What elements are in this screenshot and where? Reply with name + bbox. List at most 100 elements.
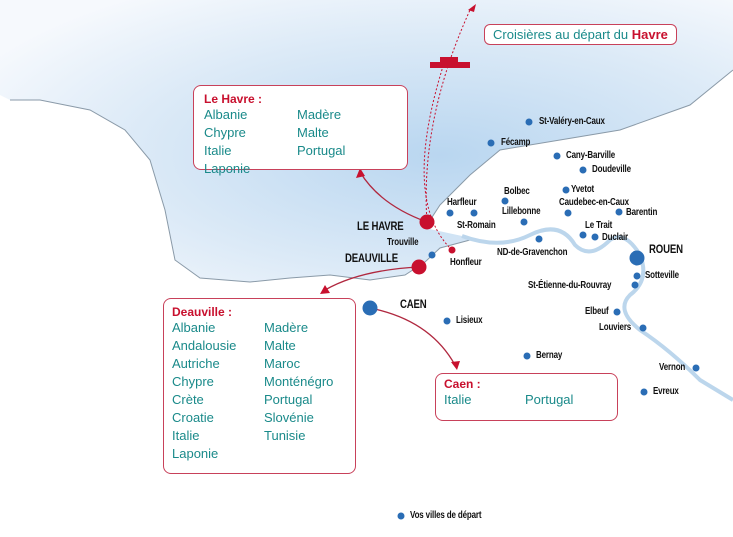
- city-label-fecamp: Fécamp: [501, 137, 531, 148]
- city-dot-st-etienne: [631, 281, 639, 289]
- route-caen: [369, 307, 456, 366]
- city-dot-lisieux: [443, 317, 451, 325]
- city-dot-le-havre: [419, 214, 435, 230]
- city-label-doudeville: Doudeville: [592, 164, 631, 175]
- destination-item: Autriche: [172, 356, 220, 371]
- destination-item: Albanie: [204, 107, 248, 122]
- caen-col1: Italie: [444, 391, 525, 409]
- city-dot-st-valery: [525, 118, 533, 126]
- route-le-havre: [359, 171, 428, 223]
- city-label-evreux: Evreux: [653, 386, 679, 397]
- destination-item: Albanie: [172, 320, 216, 335]
- city-dot-yvetot: [562, 186, 570, 194]
- city-label-elbeuf: Elbeuf: [585, 306, 609, 317]
- deauville-heading: Deauville :: [172, 305, 233, 319]
- city-dot-doudeville: [579, 166, 587, 174]
- caen-destinations-box: Caen : Italie Portugal: [435, 373, 618, 421]
- city-label-bolbec: Bolbec: [504, 186, 530, 197]
- city-label-rouen: ROUEN: [649, 242, 683, 256]
- destination-item: Madère: [297, 107, 342, 122]
- city-dot-gravenchon: [535, 235, 543, 243]
- destination-item: Laponie: [172, 446, 219, 461]
- city-dot-caen: [362, 300, 378, 316]
- city-label-bernay: Bernay: [536, 350, 563, 361]
- city-dot-harfleur: [446, 209, 454, 217]
- destination-item: Tunisie: [264, 428, 306, 443]
- destination-item: Laponie: [204, 161, 251, 176]
- map-title: Croisières au départ du Havre: [484, 24, 677, 45]
- destination-item: Croatie: [172, 410, 214, 425]
- destination-item: Chypre: [172, 374, 214, 389]
- city-label-le-trait: Le Trait: [585, 220, 613, 231]
- legend-dot: [397, 512, 405, 520]
- city-label-trouville: Trouville: [387, 237, 419, 248]
- city-label-sotteville: Sotteville: [645, 270, 679, 281]
- city-label-deauville: DEAUVILLE: [345, 251, 398, 265]
- destination-item: Maroc: [264, 356, 301, 371]
- city-dot-louviers: [639, 324, 647, 332]
- destination-item: Portugal: [264, 392, 313, 407]
- city-label-caen: CAEN: [400, 297, 427, 311]
- city-label-vernon: Vernon: [659, 362, 686, 373]
- city-label-louviers: Louviers: [599, 322, 632, 333]
- city-label-st-etienne: St-Étienne-du-Rouvray: [528, 280, 612, 291]
- destination-item: Portugal: [297, 143, 346, 158]
- destination-item: Italie: [444, 392, 472, 407]
- caen-heading: Caen :: [444, 377, 481, 391]
- destination-item: Italie: [204, 143, 232, 158]
- city-label-lillebonne: Lillebonne: [502, 206, 541, 217]
- destination-item: Slovénie: [264, 410, 314, 425]
- city-label-duclair: Duclair: [602, 232, 629, 243]
- le-havre-heading: Le Havre :: [204, 92, 263, 106]
- city-label-lisieux: Lisieux: [456, 315, 483, 326]
- city-dot-barentin: [615, 208, 623, 216]
- title-text: Croisières au départ du: [493, 27, 629, 42]
- city-dot-elbeuf: [613, 308, 621, 316]
- city-dot-trouville: [428, 251, 436, 259]
- city-dot-cany: [553, 152, 561, 160]
- city-label-st-romain: St-Romain: [457, 220, 496, 231]
- city-label-yvetot: Yvetot: [571, 184, 595, 195]
- city-dot-vernon: [692, 364, 700, 372]
- destination-item: Madère: [264, 320, 309, 335]
- city-dot-deauville: [411, 259, 427, 275]
- city-dot-le-trait: [579, 231, 587, 239]
- city-dot-fecamp: [487, 139, 495, 147]
- legend-label: Vos villes de départ: [410, 510, 482, 521]
- caen-col2: Portugal: [525, 391, 573, 409]
- title-highlight: Havre: [631, 27, 668, 42]
- city-dot-bolbec: [501, 197, 509, 205]
- city-label-le-havre: LE HAVRE: [357, 219, 404, 233]
- city-label-cany: Cany-Barville: [566, 150, 616, 161]
- route-deauville: [324, 266, 420, 291]
- city-dot-rouen: [629, 250, 645, 266]
- destination-item: Italie: [172, 428, 200, 443]
- destination-item: Portugal: [525, 392, 574, 407]
- city-dot-bernay: [523, 352, 531, 360]
- city-dot-st-romain: [470, 209, 478, 217]
- destination-item: Crète: [172, 392, 204, 407]
- city-label-gravenchon: ND-de-Gravenchon: [497, 247, 568, 258]
- destination-item: Monténégro: [264, 374, 334, 389]
- city-dot-evreux: [640, 388, 648, 396]
- destination-item: Malte: [264, 338, 296, 353]
- city-dot-honfleur: [448, 246, 456, 254]
- destination-item: Andalousie: [172, 338, 237, 353]
- city-label-harfleur: Harfleur: [447, 197, 477, 208]
- city-label-st-valery: St-Valéry-en-Caux: [539, 116, 605, 127]
- destination-item: Malte: [297, 125, 329, 140]
- city-dot-lillebonne: [520, 218, 528, 226]
- cruise-route-2: [423, 59, 453, 251]
- city-dot-duclair: [591, 233, 599, 241]
- destination-item: Chypre: [204, 125, 246, 140]
- city-dot-sotteville: [633, 272, 641, 280]
- city-label-caudebec: Caudebec-en-Caux: [559, 197, 629, 208]
